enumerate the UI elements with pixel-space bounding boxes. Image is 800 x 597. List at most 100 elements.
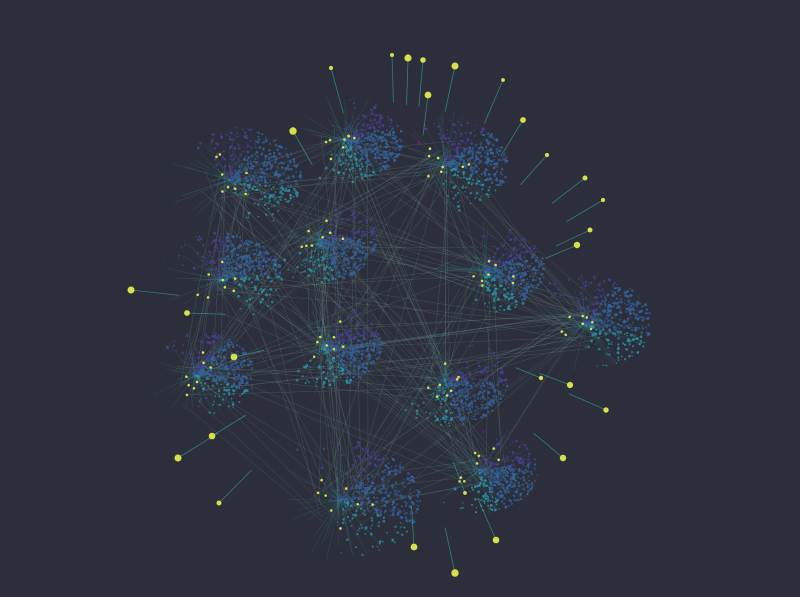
graph-node [372,234,375,237]
graph-node [225,278,229,281]
graph-node [266,173,269,176]
graph-edge [285,319,326,346]
graph-node [511,270,514,273]
graph-node [213,239,217,242]
graph-edge [556,315,586,326]
graph-node [223,245,226,248]
graph-edge [493,279,599,326]
graph-node [251,385,254,388]
graph-node [256,140,260,144]
graph-edge [315,344,326,394]
graph-edge [227,174,231,181]
graph-node [505,382,507,384]
graph-node-accent [201,351,205,354]
graph-node [335,271,338,274]
graph-node [238,401,241,404]
graph-node [623,333,626,335]
graph-node [214,395,217,398]
graph-node [396,143,399,146]
graph-node [285,200,288,203]
graph-node [255,274,259,278]
graph-node [486,133,489,136]
graph-edge [212,283,494,464]
graph-node [450,159,452,161]
graph-node [357,269,360,272]
graph-edge [579,301,586,326]
graph-node [578,302,581,306]
graph-node [627,300,630,304]
graph-node [231,343,235,346]
graph-node [260,287,263,291]
graph-node [346,376,349,379]
graph-node [265,293,268,297]
graph-node [526,245,528,247]
graph-node [232,377,236,380]
graph-node [495,164,498,168]
graph-node-accent [206,296,210,299]
graph-node-accent [220,260,224,264]
graph-node [376,157,378,160]
graph-node [229,154,232,157]
graph-node-accent [560,330,564,333]
graph-node [327,242,330,245]
graph-edge [443,334,446,381]
graph-edge [479,430,511,471]
graph-edge [196,380,364,486]
graph-node [236,350,239,353]
graph-node [440,402,443,405]
graph-node [349,155,352,158]
graph-node [289,193,293,197]
graph-node [347,351,350,353]
graph-node [216,351,218,353]
graph-node [366,136,370,140]
graph-node [485,273,488,276]
graph-node [278,209,280,212]
graph-node [267,177,270,179]
graph-node [278,183,280,186]
graph-node [377,167,379,170]
graph-node [332,239,335,243]
graph-node-accent [207,273,210,276]
graph-node-accent [461,165,465,169]
graph-node [506,292,508,294]
graph-node [355,141,359,145]
graph-node [584,320,586,323]
graph-node [250,296,254,300]
graph-node [233,370,236,373]
graph-node [255,256,258,259]
graph-node [518,247,521,250]
graph-node [232,260,235,263]
graph-node [278,162,280,165]
graph-edge [280,236,321,241]
graph-edge [302,139,346,147]
graph-node [377,153,381,156]
graph-node [460,155,463,158]
graph-node [625,310,628,313]
graph-node [246,372,248,374]
graph-node [513,301,516,303]
graph-node [360,131,362,133]
graph-node [353,253,356,256]
graph-node [522,278,526,282]
graph-node [533,245,536,248]
graph-node [235,135,238,138]
graph-edge [331,238,602,320]
graph-edge [453,269,486,287]
graph-node [636,300,639,303]
graph-node-accent [202,361,205,365]
graph-node [628,312,632,315]
graph-node [535,284,538,287]
graph-node [618,334,620,336]
graph-edge [290,239,321,274]
graph-node [201,385,203,387]
graph-edge [300,342,326,346]
graph-node [238,245,241,248]
graph-node [273,139,276,142]
graph-node [613,291,617,294]
graph-edge [240,226,326,292]
graph-node [237,171,240,174]
graph-node [271,195,275,199]
graph-node [362,344,364,346]
graph-node [493,245,496,248]
graph-edge [205,383,345,501]
